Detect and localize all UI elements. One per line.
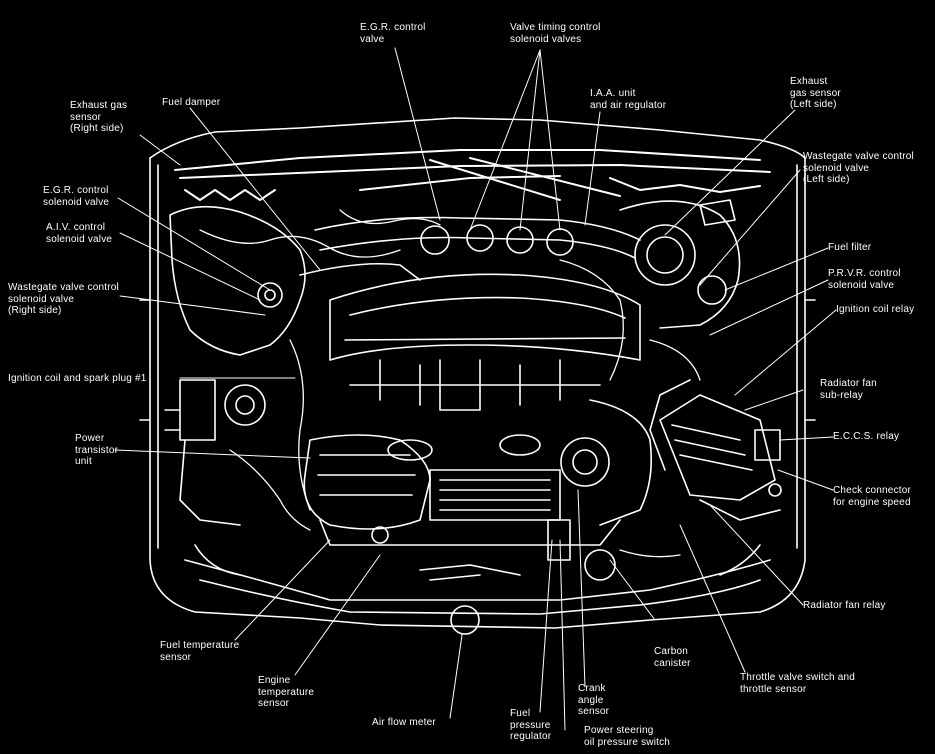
label-ignition-coil-spark-plug: Ignition coil and spark plug #1 xyxy=(8,373,147,384)
label-wastegate-left: Wastegate valve control solenoid valve (… xyxy=(803,151,914,185)
label-check-connector: Check connector for engine speed xyxy=(833,485,912,508)
label-exhaust-gas-sensor-right: Exhaust gas sensor (Right side) xyxy=(70,100,128,134)
label-exhaust-gas-sensor-left: Exhaust gas sensor (Left side) xyxy=(790,76,841,110)
right-turbo xyxy=(619,199,741,471)
label-fuel-temperature-sensor: Fuel temperature sensor xyxy=(160,640,240,663)
label-aiv-solenoid: A.I.V. control solenoid valve xyxy=(46,222,113,245)
label-iaa-unit: I.A.A. unit and air regulator xyxy=(590,88,667,111)
label-eccs-relay: E.C.C.S. relay xyxy=(833,431,900,442)
cowl-area xyxy=(174,149,771,201)
label-carbon-canister: Carbon canister xyxy=(654,646,691,669)
leader-lines xyxy=(114,47,837,731)
label-power-steering-switch: Power steering oil pressure switch xyxy=(584,725,671,748)
label-throttle-sensor: Throttle valve switch and throttle senso… xyxy=(740,672,856,695)
label-egr-solenoid: E.G.R. control solenoid valve xyxy=(43,185,110,208)
engine-front xyxy=(303,399,653,561)
label-air-flow-meter: Air flow meter xyxy=(372,717,436,728)
relay-box xyxy=(659,394,782,521)
label-prvr-solenoid: P.R.V.R. control solenoid valve xyxy=(828,268,901,291)
label-egr-control-valve: E.G.R. control valve xyxy=(360,22,426,45)
label-fuel-filter: Fuel filter xyxy=(828,242,872,253)
label-radiator-fan-relay: Radiator fan relay xyxy=(803,600,886,611)
front-lower xyxy=(184,544,771,635)
left-turbo xyxy=(164,205,306,526)
intake-plenum xyxy=(299,216,641,411)
wiring-harness xyxy=(199,209,701,558)
body-outline xyxy=(139,117,816,629)
label-engine-temperature-sensor: Engine temperature sensor xyxy=(258,675,315,709)
label-ignition-coil-relay: Ignition coil relay xyxy=(836,304,915,315)
label-valve-timing-solenoids: Valve timing control solenoid valves xyxy=(510,22,601,45)
label-power-transistor: Power transistor unit xyxy=(75,433,119,467)
label-radiator-fan-subrelay: Radiator fan sub-relay xyxy=(820,378,877,401)
label-crank-angle-sensor: Crank angle sensor xyxy=(578,683,610,717)
label-fuel-damper: Fuel damper xyxy=(162,97,221,108)
label-wastegate-right: Wastegate valve control solenoid valve (… xyxy=(8,282,119,316)
label-fuel-pressure-regulator: Fuel pressure regulator xyxy=(510,708,552,742)
